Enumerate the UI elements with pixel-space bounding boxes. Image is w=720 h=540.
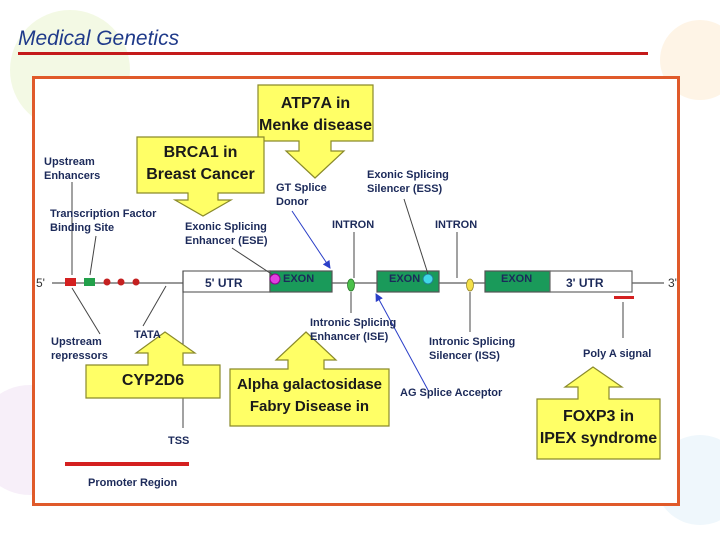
gt-donor-label: GT Splice Donor [276, 182, 327, 208]
atp7a-callout-shape [257, 84, 374, 179]
exon-1-box [269, 270, 333, 293]
upstream-repressors-label: Upstream repressors [51, 336, 108, 362]
promoter-dot-2 [117, 278, 125, 286]
ag-acceptor-arrow [375, 293, 429, 391]
promoter-dot-3 [132, 278, 140, 286]
exon-2-label: EXON [389, 273, 421, 285]
ese-leader [231, 247, 274, 276]
ise-label: Intronic Splicing Enhancer (ISE) [310, 317, 397, 343]
ess-leader [403, 198, 429, 275]
promoter-dot-1 [103, 278, 111, 286]
utr3-box [549, 270, 633, 293]
poly-a-label: Poly A signal [583, 348, 652, 360]
exon-1-label: EXON [283, 273, 315, 285]
alpha-gal-callout-shape [229, 331, 390, 427]
ese-marker [269, 273, 281, 285]
ess-label: Exonic Splicing Silencer (ESS) [367, 169, 449, 195]
alpha-gal-callout-text: Alpha galactosidase Fabry Disease in [236, 376, 383, 415]
utr3-label: 3' UTR [566, 276, 604, 290]
iss-label: Intronic Splicing Silencer (ISS) [429, 336, 516, 362]
upstream-repressors-leader [71, 287, 101, 335]
atp7a-callout-text: ATP7A in Menke disease [259, 95, 372, 134]
title-underline [18, 52, 648, 55]
ess-marker [422, 273, 434, 285]
slide-title: Medical Genetics [18, 27, 180, 50]
brca1-callout-text: BRCA1 in Breast Cancer [146, 144, 255, 183]
tf-binding-label: Transcription Factor Binding Site [50, 208, 157, 234]
upstream-enhancers-label: Upstream Enhancers [44, 156, 101, 182]
cyp2d6-callout-shape [85, 331, 221, 399]
ese-label: Exonic Splicing Enhancer (ESE) [185, 221, 268, 247]
gt-donor-arrow [291, 210, 331, 269]
brca1-callout-shape [136, 136, 265, 217]
ag-acceptor-label: AG Splice Acceptor [400, 387, 503, 399]
ise-marker [347, 278, 355, 292]
utr5-label: 5' UTR [205, 276, 243, 290]
promoter-region-label: Promoter Region [88, 477, 178, 489]
tf-binding-box [84, 278, 95, 286]
foxp3-callout-text: FOXP3 in IPEX syndrome [539, 408, 658, 447]
exon-3-label: EXON [501, 273, 533, 285]
cyp2d6-callout-text: CYP2D6 [121, 372, 185, 389]
intron-1-label: INTRON [332, 219, 375, 231]
foxp3-callout-shape [536, 366, 661, 460]
tata-leader [142, 285, 167, 327]
upstream-enhancer-box [65, 278, 76, 286]
tss-label: TSS [168, 435, 190, 447]
five-prime-label: 5' [36, 276, 45, 290]
tata-label: TATA [134, 329, 161, 341]
three-prime-label: 3' [668, 276, 677, 290]
poly-a-bar [614, 296, 634, 299]
intron-2-label: INTRON [435, 219, 478, 231]
promoter-region-bar [65, 462, 189, 466]
iss-marker [466, 278, 474, 292]
tf-binding-leader [89, 235, 97, 276]
